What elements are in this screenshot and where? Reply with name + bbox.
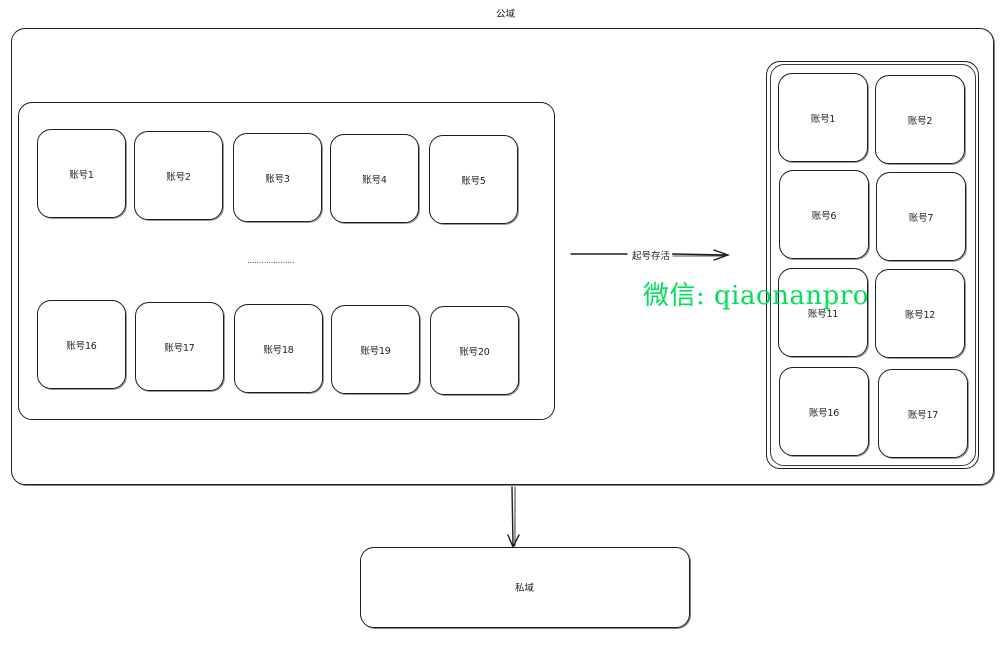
- account-card: 账号19: [331, 305, 420, 394]
- account-card: 账号17: [135, 302, 224, 391]
- watermark-text: 微信: qiaonanpro: [643, 281, 869, 311]
- account-card: 账号2: [134, 131, 223, 220]
- ellipsis: ....................: [247, 256, 295, 266]
- account-card: 账号4: [330, 134, 419, 223]
- public-domain-title: 公域: [496, 9, 516, 20]
- private-domain-title: 私域: [515, 583, 535, 594]
- private-domain-box: [360, 547, 690, 628]
- surviving-account-card: 账号2: [875, 75, 965, 164]
- surviving-accounts-inner-frame: [770, 64, 976, 466]
- account-pool-frame: [18, 102, 555, 420]
- account-card: 账号18: [234, 304, 323, 393]
- surviving-account-card: 账号6: [779, 170, 869, 259]
- arrow-label: 起号存活: [630, 248, 673, 262]
- account-card: 账号20: [430, 306, 519, 395]
- conversion-arrow: [507, 486, 520, 549]
- account-card: 账号5: [429, 135, 518, 224]
- surviving-account-card: 账号16: [779, 367, 869, 456]
- account-card: 账号16: [37, 300, 126, 389]
- account-card: 账号3: [233, 133, 322, 222]
- surviving-account-card: 账号12: [875, 269, 965, 358]
- surviving-account-card: 账号17: [878, 369, 968, 458]
- account-card: 账号1: [37, 129, 126, 218]
- public-domain-frame: [11, 28, 994, 485]
- nurture-arrow: [570, 249, 731, 261]
- surviving-account-card: 账号1: [778, 73, 868, 162]
- surviving-accounts-frame: [766, 61, 979, 469]
- surviving-account-card: 账号7: [876, 172, 966, 261]
- surviving-account-card: 账号11: [778, 268, 868, 357]
